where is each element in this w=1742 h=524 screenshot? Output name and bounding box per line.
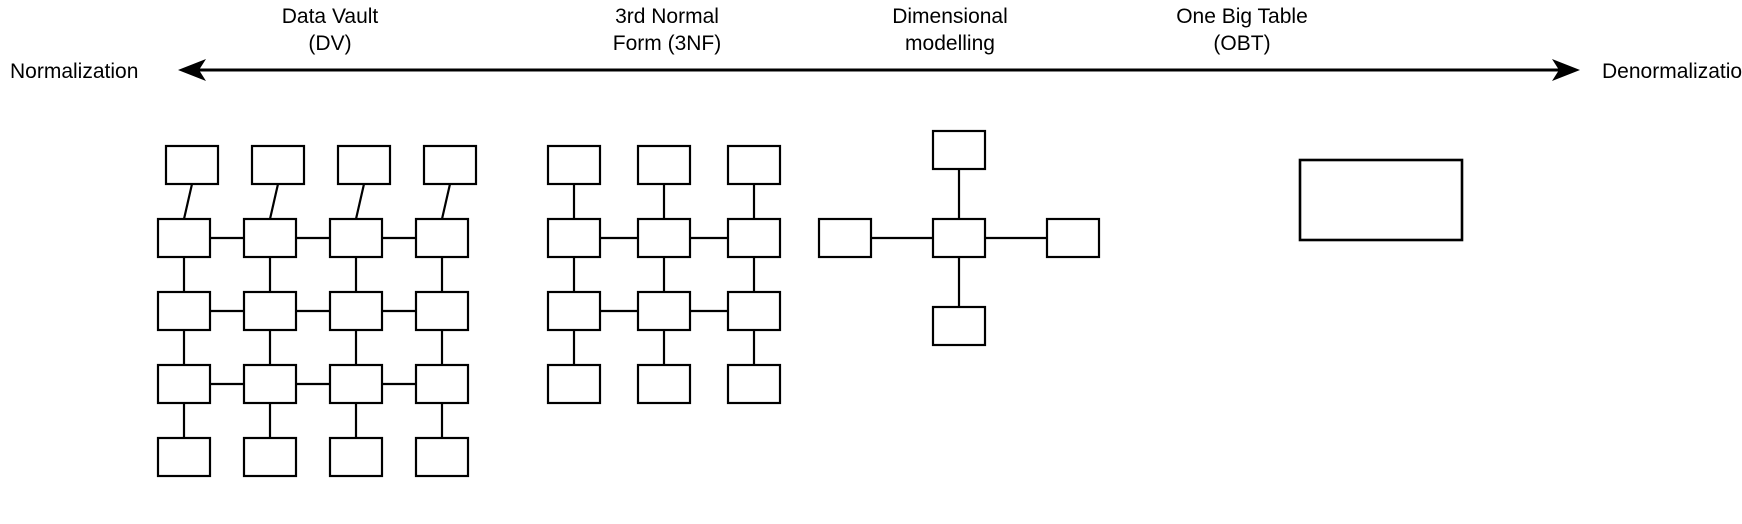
entity-box[interactable] <box>546 144 602 186</box>
connector-vertical <box>182 183 194 220</box>
entity-box[interactable] <box>414 217 470 259</box>
dimension-box-left[interactable] <box>817 217 873 259</box>
one-big-table-box[interactable] <box>1298 158 1464 242</box>
entity-box[interactable] <box>164 144 220 186</box>
fact-box-center[interactable] <box>931 217 987 259</box>
schema-dimensional-modelling <box>817 129 1101 347</box>
axis-label-normalization: Normalization <box>10 60 138 83</box>
entity-box[interactable] <box>156 217 212 259</box>
entity-box[interactable] <box>328 436 384 478</box>
entity-box[interactable] <box>414 290 470 332</box>
schema-data-vault <box>156 144 478 478</box>
entity-box[interactable] <box>242 217 298 259</box>
entity-box[interactable] <box>414 363 470 405</box>
entity-box[interactable] <box>156 363 212 405</box>
entity-box[interactable] <box>242 290 298 332</box>
entity-box[interactable] <box>250 144 306 186</box>
stage-label-dimensional-line2: modelling <box>905 32 995 55</box>
entity-box[interactable] <box>636 290 692 332</box>
stage-label-data-vault-line1: Data Vault <box>282 5 379 28</box>
entity-box[interactable] <box>636 144 692 186</box>
entity-box[interactable] <box>546 363 602 405</box>
entity-box[interactable] <box>328 217 384 259</box>
entity-box[interactable] <box>328 290 384 332</box>
arrow-head-right-icon <box>1552 59 1580 81</box>
schema-layer <box>156 129 1464 478</box>
normalization-axis <box>178 59 1580 81</box>
schema-one-big-table <box>1298 158 1464 242</box>
dimension-box-right[interactable] <box>1045 217 1101 259</box>
entity-box[interactable] <box>726 217 782 259</box>
entity-box[interactable] <box>328 363 384 405</box>
stage-label-one-big-table: One Big Table (OBT) <box>1176 5 1308 55</box>
schema-third-normal-form <box>546 144 782 405</box>
entity-box[interactable] <box>242 363 298 405</box>
stage-label-obt-line2: (OBT) <box>1213 32 1270 55</box>
stage-label-third-normal-form: 3rd Normal Form (3NF) <box>613 5 722 55</box>
stage-label-data-vault-line2: (DV) <box>308 32 351 55</box>
stage-label-dimensional-modelling: Dimensional modelling <box>892 5 1008 55</box>
entity-box[interactable] <box>156 290 212 332</box>
connector-vertical <box>440 183 452 220</box>
entity-box[interactable] <box>636 363 692 405</box>
entity-box[interactable] <box>414 436 470 478</box>
arrow-head-left-icon <box>178 59 206 81</box>
connector-vertical <box>268 183 280 220</box>
dimension-box-top[interactable] <box>931 129 987 171</box>
dimension-box-bottom[interactable] <box>931 305 987 347</box>
entity-box[interactable] <box>546 290 602 332</box>
entity-box[interactable] <box>336 144 392 186</box>
entity-box[interactable] <box>726 144 782 186</box>
stage-label-obt-line1: One Big Table <box>1176 5 1308 28</box>
stage-label-3nf-line1: 3rd Normal <box>615 5 719 28</box>
entity-box[interactable] <box>636 217 692 259</box>
stage-label-3nf-line2: Form (3NF) <box>613 32 722 55</box>
entity-box[interactable] <box>726 290 782 332</box>
entity-box[interactable] <box>726 363 782 405</box>
stage-label-data-vault: Data Vault (DV) <box>282 5 379 55</box>
axis-label-denormalization: Denormalization <box>1602 60 1742 83</box>
entity-box[interactable] <box>242 436 298 478</box>
stage-label-dimensional-line1: Dimensional <box>892 5 1008 28</box>
entity-box[interactable] <box>156 436 212 478</box>
entity-box[interactable] <box>546 217 602 259</box>
connector-vertical <box>354 183 366 220</box>
entity-box[interactable] <box>422 144 478 186</box>
